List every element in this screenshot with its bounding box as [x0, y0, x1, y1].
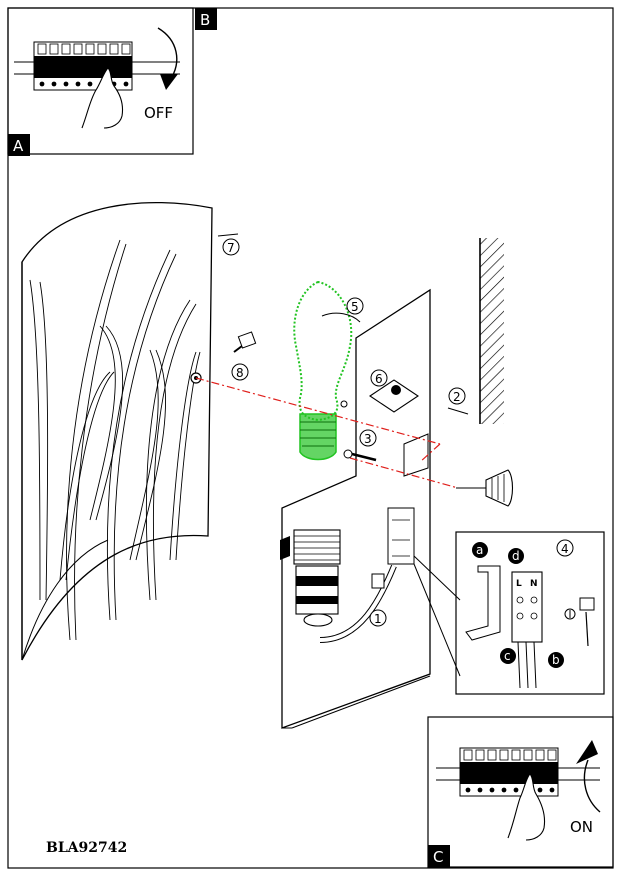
step-2: 2 [447, 387, 469, 415]
step-7-label: 7 [227, 241, 235, 255]
step-8-label: 8 [236, 366, 244, 380]
step-1: 1 [369, 609, 387, 627]
alignment-guides [195, 377, 459, 489]
bulb-base [299, 413, 337, 461]
wire-label-a-text: a [476, 543, 483, 557]
wiring-bracket [465, 565, 501, 641]
terminal-l: L [516, 579, 522, 589]
step-6-label: 6 [375, 372, 383, 386]
arrow-up-icon [583, 759, 601, 813]
arrow-down-head-icon [160, 74, 178, 90]
breaker-strip-on [436, 747, 600, 797]
terminal-n: N [530, 579, 538, 589]
wire-label-d-text: d [512, 549, 520, 563]
earth-terminal [564, 597, 595, 647]
panel-c-tag [428, 845, 450, 867]
plate-screw [371, 573, 385, 589]
step-1-label: 1 [374, 612, 382, 626]
step-2-label: 2 [453, 390, 461, 404]
step-3-label: 3 [364, 432, 372, 446]
grass-decoration [29, 239, 201, 641]
panel-a-label: A [13, 137, 24, 155]
plate-clamp [280, 536, 290, 560]
model-code: BLA92742 [46, 840, 127, 856]
bulb-glass [293, 280, 353, 422]
wire-label-c-text: c [504, 649, 511, 663]
screw-8 [233, 331, 257, 353]
panel-switch-on: C ON [427, 716, 614, 868]
step-6: 6 [370, 369, 388, 387]
wire-label-b: b [548, 652, 564, 668]
mounting-plate [280, 288, 431, 729]
terminal-block [511, 571, 543, 643]
shade-inner-rim [21, 539, 109, 661]
plate-bracket [403, 433, 429, 477]
panel-b-tag [195, 8, 217, 30]
panel-switch-off: B A OFF [7, 7, 217, 156]
step-8: 8 [231, 363, 249, 381]
off-text: OFF [144, 104, 173, 122]
bracket-detail-6 [369, 379, 419, 413]
step-5: 5 [321, 297, 364, 323]
wire-label-b-text: b [552, 653, 560, 667]
supply-wires [517, 641, 537, 689]
wall-plug [456, 469, 514, 507]
step-labels: 7 5 6 2 8 3 1 [217, 233, 469, 627]
panel-c-frame [427, 716, 614, 868]
step-5-label: 5 [351, 300, 359, 314]
hand-on [507, 773, 546, 841]
hand-off [81, 67, 124, 129]
lamp-shade [21, 202, 213, 661]
terminal-block-plate [387, 507, 415, 565]
bulb [293, 280, 353, 461]
panel-a-frame [7, 7, 194, 155]
step-7: 7 [217, 233, 240, 256]
arrow-up-head-icon [576, 740, 598, 764]
wire-label-c: c [500, 648, 516, 664]
step-3: 3 [359, 429, 377, 447]
panel-c-label: C [433, 848, 443, 866]
step-4-label: 4 [561, 542, 569, 556]
panel-b-label: B [200, 11, 210, 29]
panel-a-tag [8, 134, 30, 156]
wire-label-a: a [472, 542, 488, 558]
sheet-border [7, 7, 614, 869]
breaker-strip-off [14, 41, 180, 91]
arrow-down-icon [157, 27, 178, 81]
wiring-detail-panel: 4 L N a d [413, 531, 605, 695]
wire-label-d: d [508, 548, 524, 564]
wall [479, 238, 504, 424]
lamp-socket [293, 529, 341, 627]
screw-3 [343, 449, 377, 462]
step-4: 4 [556, 539, 574, 557]
wall-hatch [480, 238, 504, 424]
on-text: ON [570, 818, 593, 836]
